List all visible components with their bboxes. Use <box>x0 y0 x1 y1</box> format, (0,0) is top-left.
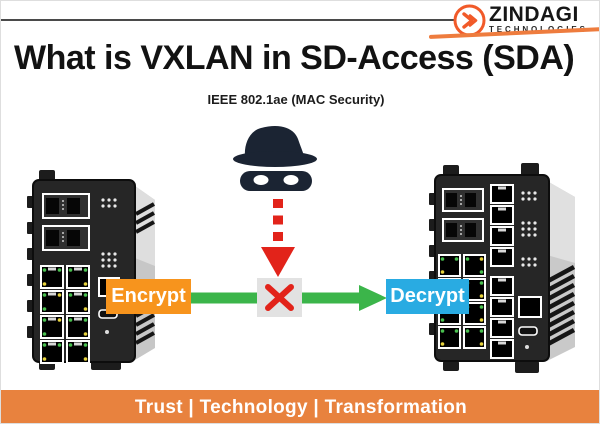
hacker-spy-icon <box>233 126 317 191</box>
subtitle-ieee-8021ae: IEEE 802.1ae (MAC Security) <box>207 92 385 107</box>
encrypt-label: Encrypt <box>106 279 191 314</box>
network-switch-left <box>27 170 155 370</box>
logo-name: ZINDAGI <box>489 3 579 26</box>
page-title: What is VXLAN in SD-Access (SDA) <box>14 39 575 77</box>
decrypt-label: Decrypt <box>386 279 469 314</box>
red-x-icon <box>265 284 294 311</box>
footer-banner: Trust | Technology | Transformation <box>1 390 599 423</box>
header-divider-line <box>1 19 455 21</box>
network-switch-right <box>429 163 576 373</box>
blocked-intercept-box <box>257 278 302 317</box>
intercept-dashed-arrow-icon <box>261 199 295 277</box>
footer-tagline: Trust | Technology | Transformation <box>134 396 468 418</box>
